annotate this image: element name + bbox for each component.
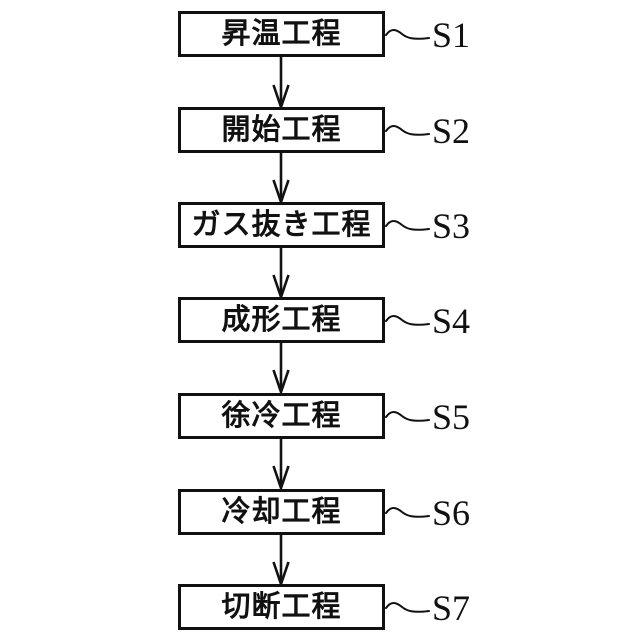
process-label-2: 開始工程 (221, 113, 342, 146)
flow-step-3: ガス抜き工程 S3 (178, 202, 470, 248)
process-box-5: 徐冷工程 (178, 393, 385, 439)
process-box-1: 昇温工程 (178, 11, 385, 57)
process-label-7: 切断工程 (221, 590, 342, 623)
down-arrow-icon (272, 535, 290, 585)
step-id-6: S6 (432, 493, 471, 533)
squiggle-connector-icon (385, 125, 430, 136)
process-label-1: 昇温工程 (221, 17, 342, 50)
squiggle-connector-icon (385, 411, 430, 422)
flow-step-7: 切断工程 S7 (178, 584, 470, 630)
process-box-2: 開始工程 (178, 107, 385, 153)
process-label-6: 冷却工程 (221, 495, 342, 528)
flow-step-2: 開始工程 S2 (178, 107, 470, 153)
squiggle-connector-icon (385, 507, 430, 518)
down-arrow-icon (272, 343, 290, 393)
squiggle-connector-icon (385, 220, 430, 231)
process-box-4: 成形工程 (178, 297, 385, 343)
process-box-3: ガス抜き工程 (178, 202, 385, 248)
squiggle-connector-icon (385, 315, 430, 326)
flow-step-6: 冷却工程 S6 (178, 489, 470, 535)
down-arrow-icon (272, 57, 290, 108)
down-arrow-icon (272, 439, 290, 489)
flow-step-1: 昇温工程 S1 (178, 11, 470, 57)
process-label-3: ガス抜き工程 (191, 208, 372, 241)
step-id-4: S4 (432, 301, 471, 341)
process-label-5: 徐冷工程 (221, 399, 342, 432)
flow-step-5: 徐冷工程 S5 (178, 393, 470, 439)
process-label-4: 成形工程 (221, 303, 342, 336)
step-id-1: S1 (432, 15, 471, 55)
step-id-7: S7 (432, 588, 471, 628)
process-box-7: 切断工程 (178, 584, 385, 630)
step-id-5: S5 (432, 397, 471, 437)
step-id-2: S2 (432, 111, 471, 151)
down-arrow-icon (272, 248, 290, 298)
squiggle-connector-icon (385, 602, 430, 613)
flow-step-4: 成形工程 S4 (178, 297, 470, 343)
down-arrow-icon (272, 153, 290, 203)
step-id-3: S3 (432, 206, 471, 246)
process-box-6: 冷却工程 (178, 489, 385, 535)
squiggle-connector-icon (385, 29, 430, 40)
